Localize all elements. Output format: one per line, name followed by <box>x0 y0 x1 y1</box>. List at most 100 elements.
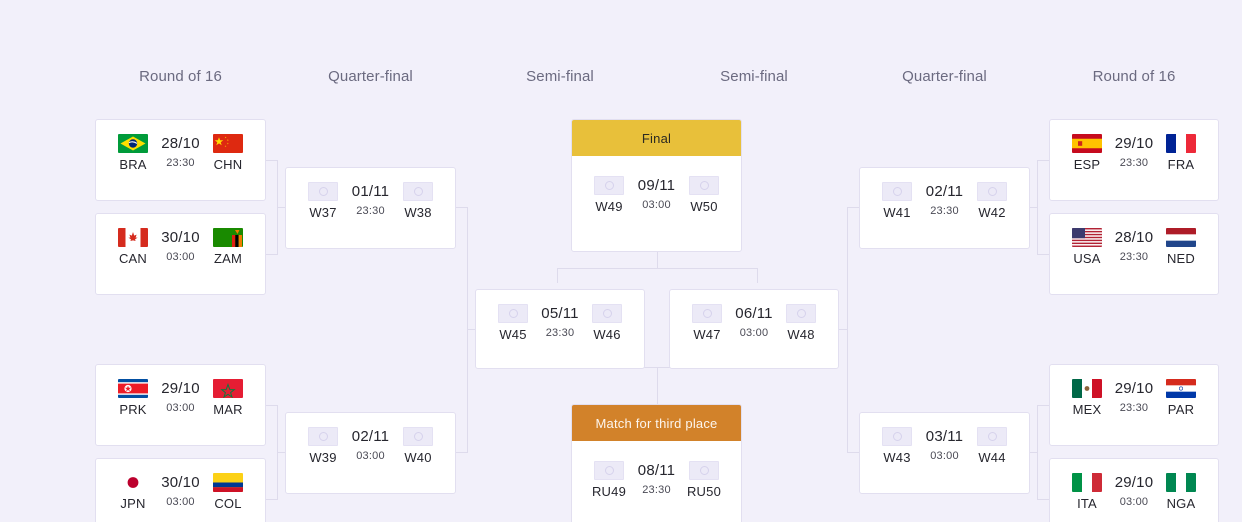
connector <box>266 499 278 500</box>
team-away[interactable]: CHN <box>205 134 251 171</box>
team-away[interactable]: W42 <box>969 182 1015 219</box>
team-away[interactable]: FRA <box>1158 134 1204 171</box>
match-card-qf-left-2[interactable]: W39 02/11 03:00 W40 <box>285 412 456 494</box>
team-away[interactable]: NED <box>1158 228 1204 265</box>
team-code: COL <box>214 496 242 511</box>
team-home[interactable]: MEX <box>1064 379 1110 416</box>
match-card-third-place[interactable]: Match for third place RU49 08/11 23:30 R… <box>571 404 742 522</box>
match-time: 03:00 <box>930 449 959 462</box>
match-time: 03:00 <box>739 326 769 339</box>
match-card-r16-right-4[interactable]: ITA 29/10 03:00 NGA <box>1049 458 1219 522</box>
team-away[interactable]: PAR <box>1158 379 1204 416</box>
match-time: 03:00 <box>356 449 385 462</box>
team-home[interactable]: BRA <box>110 134 156 171</box>
team-home[interactable]: CAN <box>110 228 156 265</box>
match-time: 03:00 <box>642 198 671 211</box>
connector <box>847 452 859 453</box>
match-time: 23:30 <box>1119 401 1149 414</box>
flag-nigeria-icon <box>1165 473 1196 492</box>
match-card-r16-left-3[interactable]: PRK 29/10 03:00 MAR <box>95 364 266 446</box>
match-card-qf-left-1[interactable]: W37 01/11 23:30 W38 <box>285 167 456 249</box>
team-away[interactable]: ZAM <box>205 228 251 265</box>
team-away[interactable]: W38 <box>395 182 441 219</box>
connector <box>277 207 286 208</box>
team-home[interactable]: JPN <box>110 473 156 510</box>
team-home[interactable]: W37 <box>300 182 346 219</box>
column-header-semi-final-right: Semi-final <box>720 68 788 85</box>
team-away[interactable]: RU50 <box>681 461 727 498</box>
match-card-semi-final-left[interactable]: W45 05/11 23:30 W46 <box>475 289 645 369</box>
flag-usa-icon <box>1072 228 1102 247</box>
match-card-semi-final-right[interactable]: W47 06/11 03:00 W48 <box>669 289 839 369</box>
team-home[interactable]: USA <box>1064 228 1110 265</box>
flag-placeholder-icon <box>308 427 338 446</box>
team-code: W50 <box>690 199 718 214</box>
flag-colombia-icon <box>212 473 243 492</box>
flag-north-korea-icon <box>118 379 148 398</box>
match-date: 01/11 <box>351 183 390 200</box>
flag-placeholder-icon <box>403 427 433 446</box>
connector <box>838 329 847 330</box>
match-card-r16-left-2[interactable]: CAN 30/10 03:00 ZAM <box>95 213 266 295</box>
match-time: 23:30 <box>930 204 959 217</box>
team-away[interactable]: MAR <box>205 379 251 416</box>
flag-placeholder-icon <box>689 176 719 195</box>
column-header-semi-final-left: Semi-final <box>526 68 594 85</box>
team-code: RU49 <box>591 484 627 499</box>
team-home[interactable]: W49 <box>586 176 632 213</box>
team-away[interactable]: W46 <box>584 304 630 341</box>
team-away[interactable]: NGA <box>1158 473 1204 510</box>
match-card-final[interactable]: Final W49 09/11 03:00 W50 <box>571 119 742 252</box>
match-card-r16-right-1[interactable]: ESP 29/10 23:30 FRA <box>1049 119 1219 201</box>
match-time: 23:30 <box>1119 156 1149 169</box>
flag-placeholder-icon <box>882 427 912 446</box>
team-away[interactable]: W44 <box>969 427 1015 464</box>
match-card-r16-left-1[interactable]: BRA 28/10 23:30 CHN <box>95 119 266 201</box>
match-time: 23:30 <box>1119 250 1149 263</box>
flag-placeholder-icon <box>594 176 624 195</box>
team-home[interactable]: W45 <box>490 304 536 341</box>
team-code: RU50 <box>686 484 722 499</box>
team-code: PAR <box>1167 402 1195 417</box>
flag-china-icon <box>212 134 243 153</box>
connector <box>467 207 468 453</box>
team-home[interactable]: PRK <box>110 379 156 416</box>
connector <box>1037 405 1049 406</box>
team-away[interactable]: W40 <box>395 427 441 464</box>
team-home[interactable]: W41 <box>874 182 920 219</box>
team-home[interactable]: ESP <box>1064 134 1110 171</box>
match-time: 23:30 <box>166 156 195 169</box>
match-card-qf-right-1[interactable]: W41 02/11 23:30 W42 <box>859 167 1030 249</box>
flag-placeholder-icon <box>786 304 816 323</box>
match-card-r16-right-3[interactable]: MEX 29/10 23:30 PAR <box>1049 364 1219 446</box>
fixture-datetime: 28/10 23:30 <box>161 134 200 169</box>
team-home[interactable]: RU49 <box>586 461 632 498</box>
flag-morocco-icon <box>212 379 243 398</box>
fixture-datetime: 30/10 03:00 <box>161 228 200 263</box>
team-away[interactable]: COL <box>205 473 251 510</box>
flag-placeholder-icon <box>977 182 1007 201</box>
match-time: 23:30 <box>545 326 575 339</box>
match-card-r16-right-2[interactable]: USA 28/10 23:30 NED <box>1049 213 1219 295</box>
column-header-round-of-16-right: Round of 16 <box>1092 68 1176 85</box>
team-away[interactable]: W48 <box>778 304 824 341</box>
team-home[interactable]: ITA <box>1064 473 1110 510</box>
match-date: 29/10 <box>1114 474 1154 491</box>
team-code: MAR <box>213 402 243 417</box>
team-home[interactable]: W43 <box>874 427 920 464</box>
team-code: W39 <box>309 450 337 465</box>
match-time: 23:30 <box>356 204 385 217</box>
team-code: ESP <box>1073 157 1101 172</box>
connector <box>456 452 468 453</box>
flag-mexico-icon <box>1072 379 1102 398</box>
flag-netherlands-icon <box>1165 228 1196 247</box>
team-away[interactable]: W50 <box>681 176 727 213</box>
team-code: CHN <box>213 157 243 172</box>
flag-placeholder-icon <box>977 427 1007 446</box>
team-code: ITA <box>1077 496 1097 511</box>
match-card-r16-left-4[interactable]: JPN 30/10 03:00 COL <box>95 458 266 522</box>
match-card-qf-right-2[interactable]: W43 03/11 03:00 W44 <box>859 412 1030 494</box>
team-home[interactable]: W47 <box>684 304 730 341</box>
team-home[interactable]: W39 <box>300 427 346 464</box>
team-code: BRA <box>119 157 147 172</box>
